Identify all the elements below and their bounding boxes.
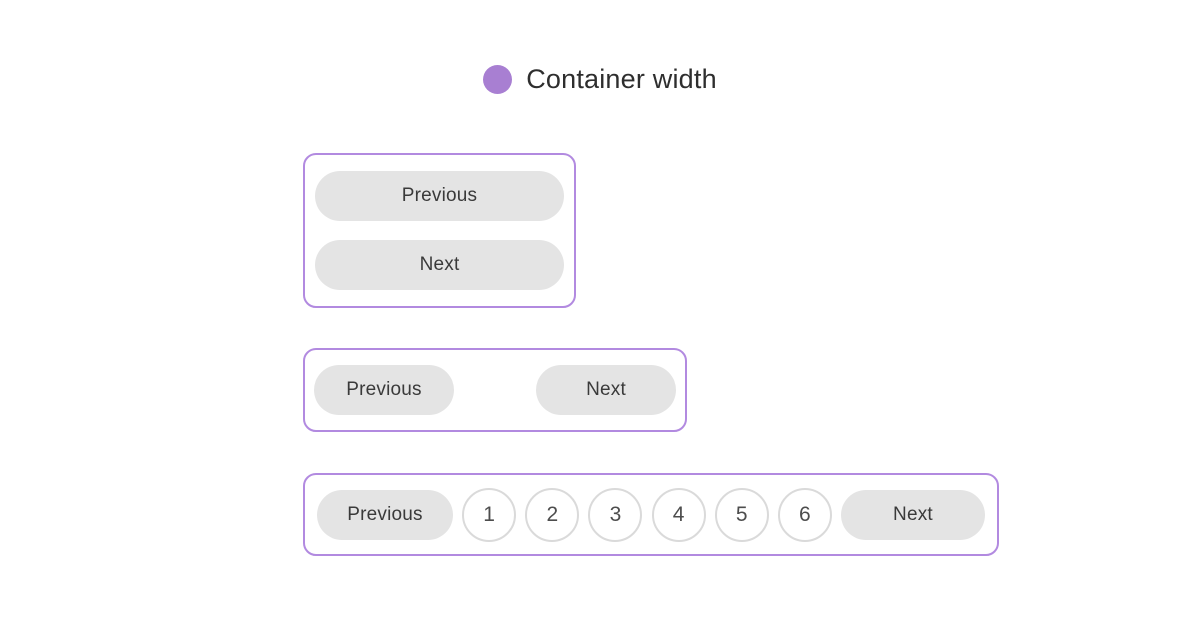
page-button-2[interactable]: 2 (525, 487, 580, 542)
next-button[interactable]: Next (315, 240, 564, 290)
page-button-6[interactable]: 6 (777, 487, 832, 542)
previous-button[interactable]: Previous (317, 489, 453, 540)
pagination-medium-container: Previous Next (303, 348, 687, 432)
next-button[interactable]: Next (536, 365, 676, 415)
pagination-narrow-container: Previous Next (303, 153, 576, 308)
page-button-1[interactable]: 1 (462, 487, 517, 542)
previous-button[interactable]: Previous (315, 171, 564, 221)
legend-dot-icon (483, 65, 513, 94)
previous-button[interactable]: Previous (314, 365, 454, 415)
next-button[interactable]: Next (840, 489, 985, 540)
page-button-5[interactable]: 5 (714, 487, 769, 542)
pagination-wide-container: Previous 1 2 3 4 5 6 Next (303, 473, 999, 556)
page-button-4[interactable]: 4 (651, 487, 706, 542)
legend-label: Container width (526, 64, 717, 94)
page-button-3[interactable]: 3 (588, 487, 643, 542)
legend: Container width (0, 64, 1200, 95)
